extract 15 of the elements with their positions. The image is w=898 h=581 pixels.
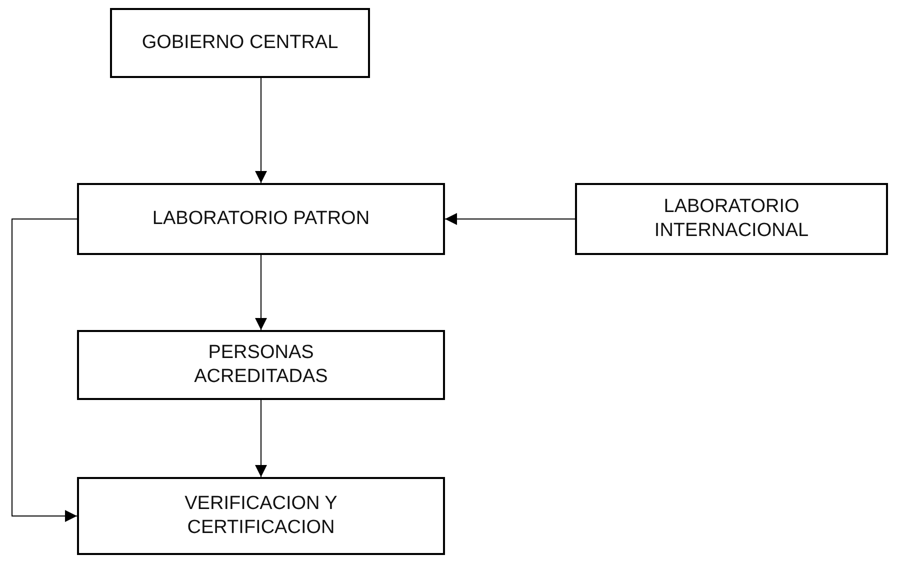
box-label: VERIFICACION Y CERTIFICACION bbox=[184, 492, 338, 540]
process-box bbox=[77, 330, 445, 400]
process-box bbox=[575, 183, 888, 255]
process-box bbox=[110, 8, 370, 78]
box-label: PERSONAS ACREDITADAS bbox=[193, 341, 329, 389]
arrow bbox=[444, 213, 576, 225]
process-box bbox=[77, 183, 445, 255]
arrow bbox=[255, 78, 267, 184]
arrow bbox=[255, 400, 267, 478]
box-label: LABORATORIO INTERNACIONAL bbox=[653, 195, 810, 243]
box-label: GOBIERNO CENTRAL bbox=[142, 31, 338, 55]
arrow bbox=[255, 254, 267, 330]
box-label: LABORATORIO PATRON bbox=[152, 207, 370, 231]
process-box bbox=[77, 477, 445, 555]
arrow bbox=[12, 218, 78, 522]
